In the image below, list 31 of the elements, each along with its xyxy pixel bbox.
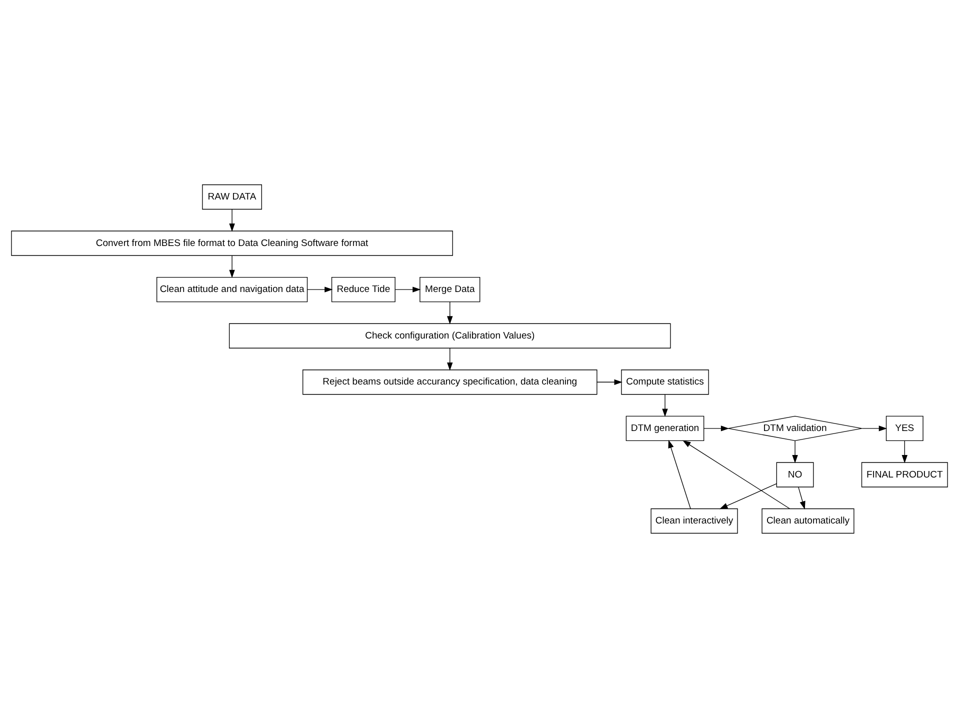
- arrow: [307, 286, 333, 292]
- arrow: [682, 440, 790, 508]
- arrow: [862, 425, 888, 431]
- node-box: NO: [776, 462, 814, 487]
- node-box: Convert from MBES file format to Data Cleaning Software format: [11, 230, 453, 256]
- arrow: [719, 482, 777, 509]
- node-box: Clean interactively: [650, 508, 738, 534]
- node-box: RAW DATA: [202, 184, 262, 210]
- node-box: Clean attitude and navigation data: [156, 276, 308, 302]
- node-box: Check configuration (Calibration Values): [228, 322, 671, 348]
- arrow: [704, 425, 730, 431]
- node-diamond: DTM validation: [728, 415, 862, 441]
- arrow: [798, 486, 806, 509]
- node-box: Compute statistics: [621, 369, 709, 394]
- node-box: Clean automatically: [762, 508, 854, 534]
- node-box: FINAL PRODUCT: [861, 462, 948, 487]
- node-box: YES: [886, 415, 924, 441]
- node-box: Reduce Tide: [331, 276, 396, 302]
- arrow: [792, 440, 798, 463]
- arrow: [596, 378, 622, 384]
- arrow: [447, 348, 453, 370]
- arrow: [447, 301, 453, 324]
- node-box: Merge Data: [420, 276, 480, 302]
- arrow: [229, 208, 235, 232]
- arrow: [662, 394, 668, 416]
- node-box: Reject beams outside accurancy specification, data cleaning: [302, 369, 598, 394]
- arrow: [229, 254, 235, 278]
- arrow: [668, 439, 691, 508]
- arrow: [394, 286, 421, 292]
- node-box: DTM generation: [626, 415, 704, 441]
- arrow: [902, 440, 908, 463]
